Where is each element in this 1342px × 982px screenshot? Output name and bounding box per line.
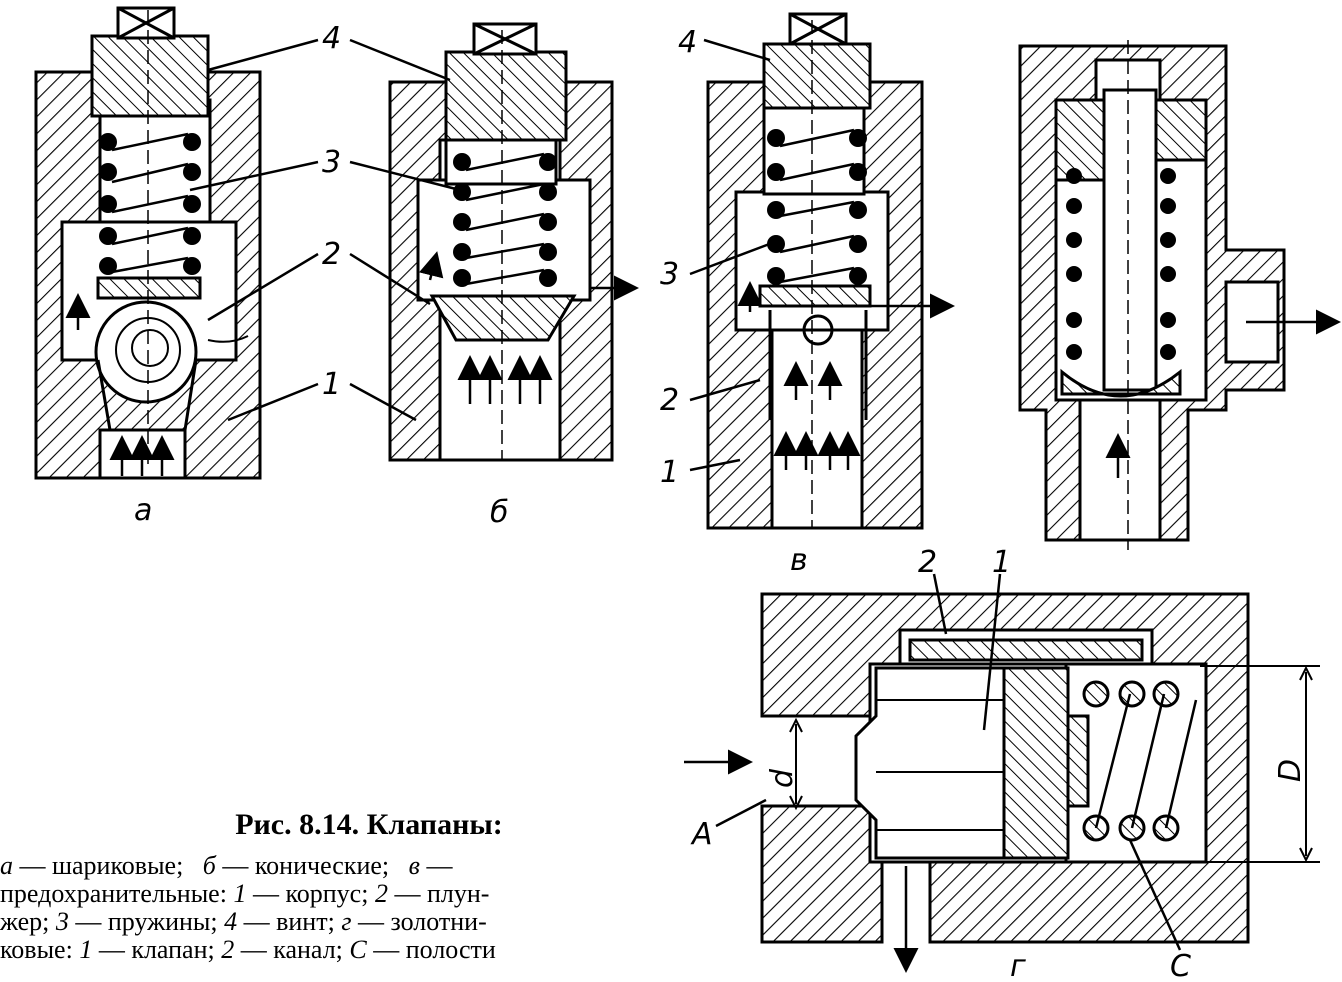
callout-C: C (1170, 949, 1191, 982)
caption-line-3: жер; 3 — пружины; 4 — винт; г — золотни- (0, 907, 487, 936)
caption-text: предохранительные: (0, 879, 234, 908)
caption-text: — золотни- (351, 907, 487, 936)
sublabel-b: б (490, 495, 509, 530)
valve-v-relief (706, 12, 955, 530)
dimension-D: D (1273, 759, 1308, 782)
callout-2-v: 2 (660, 383, 679, 418)
caption-text: жер; (0, 907, 56, 936)
valve-b-conical (388, 22, 639, 462)
caption-key: С (349, 935, 367, 964)
caption-key: 2 (221, 935, 235, 964)
callout-1: 1 (322, 367, 341, 402)
caption-key: г (341, 907, 352, 936)
caption-key: 1 (233, 879, 247, 908)
caption-text: — (419, 851, 453, 880)
callout-4: 4 (322, 21, 341, 56)
caption-key: а (0, 851, 13, 880)
callout-1-v: 1 (660, 455, 679, 490)
caption-text: — полости (366, 935, 496, 964)
leader-lines (189, 38, 1182, 951)
caption-text: — корпус; (246, 879, 375, 908)
caption-text: — клапан; (92, 935, 222, 964)
callout-A: A (690, 817, 713, 852)
valve-g-spool (684, 592, 1320, 973)
sublabel-g: г (1010, 949, 1026, 982)
caption-key: 2 (374, 879, 388, 908)
callout-4-v: 4 (678, 25, 697, 60)
caption-key: 3 (55, 907, 69, 936)
caption-text: — канал; (234, 935, 350, 964)
callout-3: 3 (322, 145, 341, 180)
caption-text: — плун- (387, 879, 490, 908)
valve-a-ball (34, 6, 262, 480)
sublabel-a: а (134, 493, 152, 528)
caption-body: а — шариковые; б — конические; в — предо… (0, 852, 618, 964)
callout-3-v: 3 (660, 257, 679, 292)
caption-text: — пружины; (68, 907, 225, 936)
valve-v-relief-alt (1018, 40, 1341, 550)
caption-line-4: ковые: 1 — клапан; 2 — канал; С — полост… (0, 935, 496, 964)
callout-2: 2 (322, 237, 341, 272)
subfigure-labels: а б в г (134, 493, 1026, 982)
caption-title: Рис. 8.14. Клапаны: (235, 808, 503, 841)
caption-key: в (408, 851, 420, 880)
caption-line-2: предохранительные: 1 — корпус; 2 — плун- (0, 879, 489, 908)
caption-text: — конические; (215, 851, 409, 880)
caption-text: — шариковые; (13, 851, 203, 880)
dimension-d: d (765, 768, 800, 788)
callout-2-g: 2 (918, 545, 937, 580)
figure-caption: Рис. 8.14. Клапаны: а — шариковые; б — к… (0, 808, 618, 964)
caption-key: 1 (79, 935, 93, 964)
caption-key: 4 (224, 907, 238, 936)
caption-line-1: а — шариковые; б — конические; в — (0, 851, 452, 880)
caption-key: б (202, 851, 216, 880)
caption-text: — винт; (237, 907, 342, 936)
sublabel-v: в (790, 543, 808, 578)
caption-text: ковые: (0, 935, 80, 964)
callout-labels: 4 3 2 1 4 3 2 1 2 1 A C d D (322, 21, 1308, 982)
callout-1-g: 1 (992, 545, 1011, 580)
